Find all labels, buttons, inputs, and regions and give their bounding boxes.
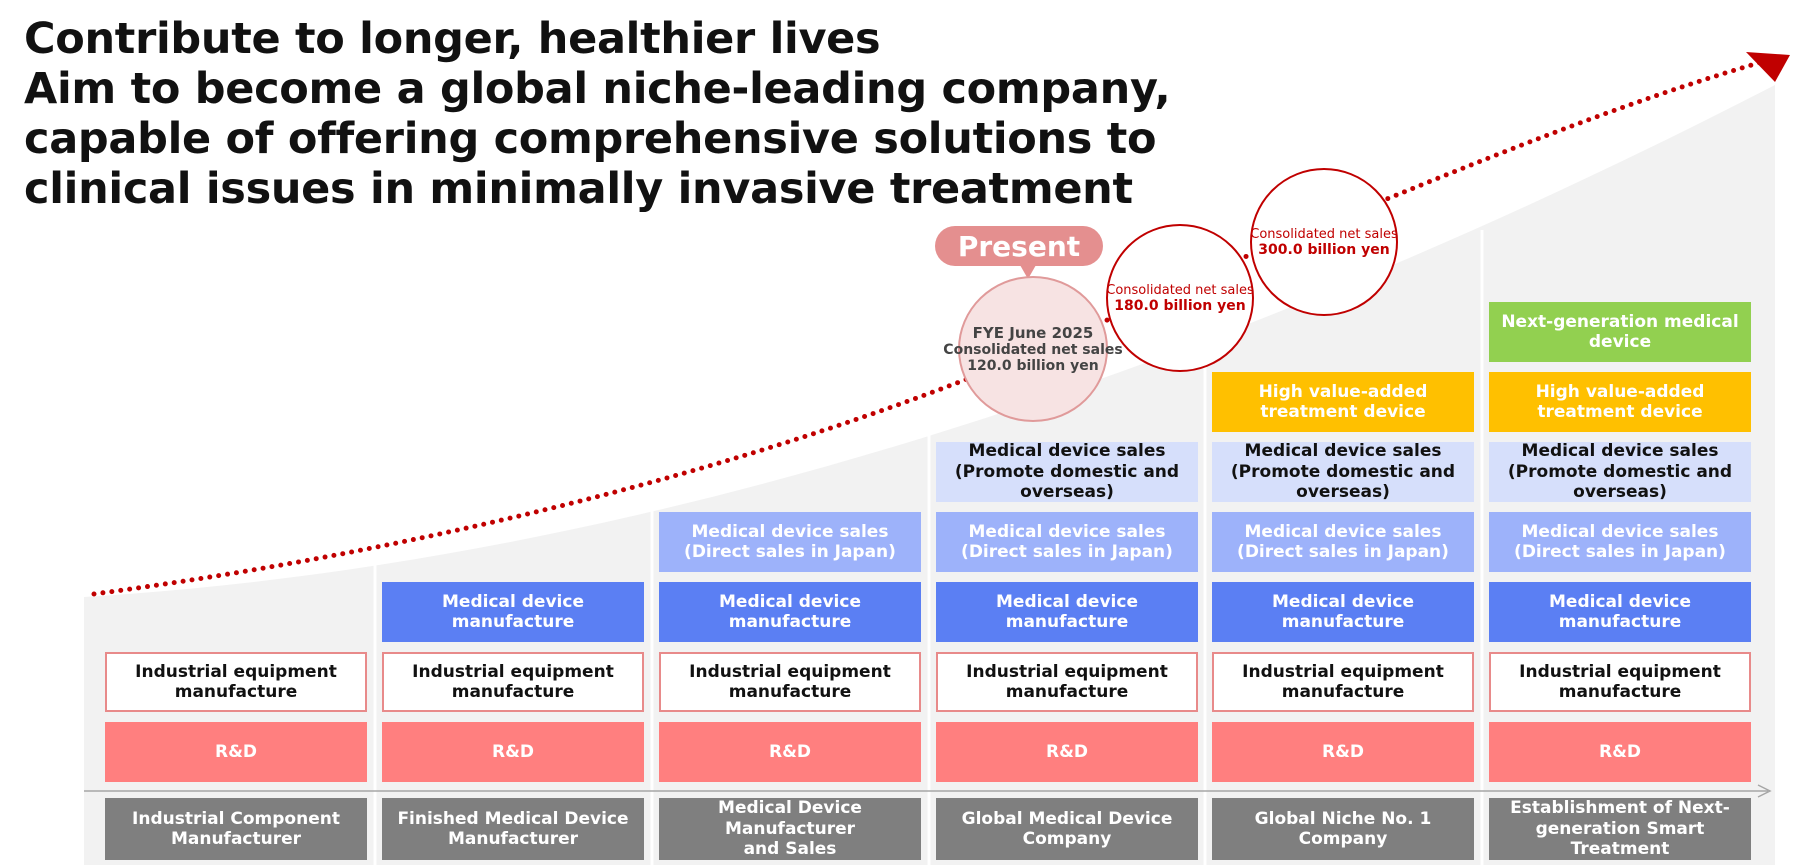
milestone-value: 180.0 billion yen [1114, 297, 1246, 314]
stage-label: Finished Medical Device Manufacturer [397, 808, 629, 849]
box-label: R&D [1045, 741, 1089, 762]
direct-sales-box: Medical device sales (Direct sales in Ja… [659, 512, 921, 572]
stage-label-box: Industrial Component Manufacturer [105, 798, 367, 860]
box-label: High value-added treatment device [1535, 381, 1705, 422]
high-value-treatment-box: High value-added treatment device [1212, 372, 1474, 432]
milestone-target-circle: Consolidated net sales 300.0 billion yen [1250, 168, 1398, 316]
stage-label-box: Medical Device Manufacturer and Sales [659, 798, 921, 860]
milestone-value: 120.0 billion yen [967, 358, 1099, 374]
box-label: Medical device manufacture [1549, 591, 1691, 632]
medical-device-manufacture-box: Medical device manufacture [936, 582, 1198, 642]
promote-sales-box: Medical device sales (Promote domestic a… [1212, 442, 1474, 502]
box-label: R&D [768, 741, 812, 762]
milestone-label: Consolidated net sales [1250, 226, 1398, 242]
milestone-value: 300.0 billion yen [1258, 241, 1390, 258]
box-label: Industrial equipment manufacture [966, 661, 1168, 702]
industrial-equipment-box: Industrial equipment manufacture [659, 652, 921, 712]
high-value-treatment-box: High value-added treatment device [1489, 372, 1751, 432]
rd-box: R&D [1489, 722, 1751, 782]
box-label: Medical device sales (Direct sales in Ja… [1237, 521, 1449, 562]
stage-label-box: Establishment of Next-generation Smart T… [1489, 798, 1751, 860]
milestone-label: Consolidated net sales [1106, 282, 1254, 298]
box-label: Medical device sales (Direct sales in Ja… [961, 521, 1173, 562]
stage-label-box: Global Medical Device Company [936, 798, 1198, 860]
rd-box: R&D [659, 722, 921, 782]
box-label: Medical device sales (Direct sales in Ja… [684, 521, 896, 562]
headline: Contribute to longer, healthier lives Ai… [24, 14, 1171, 214]
industrial-equipment-box: Industrial equipment manufacture [1212, 652, 1474, 712]
box-label: Medical device manufacture [1272, 591, 1414, 632]
rd-box: R&D [382, 722, 644, 782]
timeline-arrowhead [1757, 784, 1772, 798]
medical-device-manufacture-box: Medical device manufacture [1212, 582, 1474, 642]
box-label: R&D [491, 741, 535, 762]
present-callout-pointer [1020, 265, 1036, 279]
present-callout: Present [935, 226, 1103, 266]
promote-sales-box: Medical device sales (Promote domestic a… [1489, 442, 1751, 502]
box-label: Medical device manufacture [996, 591, 1138, 632]
stage-label: Global Medical Device Company [961, 808, 1173, 849]
stage-label: Establishment of Next-generation Smart T… [1510, 798, 1730, 860]
box-label: Medical device manufacture [719, 591, 861, 632]
box-label: Industrial equipment manufacture [1242, 661, 1444, 702]
next-generation-device-box: Next-generation medical device [1489, 302, 1751, 362]
box-label: R&D [214, 741, 258, 762]
rd-box: R&D [936, 722, 1198, 782]
milestone-current-circle: FYE June 2025 Consolidated net sales 120… [943, 276, 1123, 422]
box-label: Medical device sales (Promote domestic a… [1507, 442, 1733, 502]
present-label: Present [957, 229, 1081, 263]
industrial-equipment-box: Industrial equipment manufacture [105, 652, 367, 712]
industrial-equipment-box: Industrial equipment manufacture [382, 652, 644, 712]
headline-line: clinical issues in minimally invasive tr… [24, 164, 1133, 214]
box-label: Industrial equipment manufacture [412, 661, 614, 702]
box-label: Next-generation medical device [1501, 311, 1739, 352]
headline-line: Contribute to longer, healthier lives [24, 14, 881, 64]
stage-label: Medical Device Manufacturer and Sales [718, 798, 862, 860]
headline-line: Aim to become a global niche-leading com… [24, 64, 1171, 114]
direct-sales-box: Medical device sales (Direct sales in Ja… [1489, 512, 1751, 572]
medical-device-manufacture-box: Medical device manufacture [659, 582, 921, 642]
box-label: Medical device sales (Direct sales in Ja… [1514, 521, 1726, 562]
promote-sales-box: Medical device sales (Promote domestic a… [936, 442, 1198, 502]
industrial-equipment-box: Industrial equipment manufacture [1489, 652, 1751, 712]
milestone-period: FYE June 2025 [972, 324, 1094, 342]
milestone-label: Consolidated net sales [943, 342, 1123, 358]
box-label: R&D [1598, 741, 1642, 762]
box-label: Industrial equipment manufacture [1519, 661, 1721, 702]
box-label: Industrial equipment manufacture [689, 661, 891, 702]
rd-box: R&D [1212, 722, 1474, 782]
box-label: Medical device manufacture [442, 591, 584, 632]
industrial-equipment-box: Industrial equipment manufacture [936, 652, 1198, 712]
growth-trend-arrowhead [1746, 52, 1790, 82]
box-label: Industrial equipment manufacture [135, 661, 337, 702]
medical-device-manufacture-box: Medical device manufacture [382, 582, 644, 642]
stage-label-box: Global Niche No. 1 Company [1212, 798, 1474, 860]
medical-device-manufacture-box: Medical device manufacture [1489, 582, 1751, 642]
direct-sales-box: Medical device sales (Direct sales in Ja… [936, 512, 1198, 572]
box-label: Medical device sales (Promote domestic a… [1230, 442, 1456, 502]
stage-label: Industrial Component Manufacturer [132, 808, 340, 849]
box-label: Medical device sales (Promote domestic a… [954, 442, 1180, 502]
milestone-target-circle: Consolidated net sales 180.0 billion yen [1106, 224, 1254, 372]
stage-label: Global Niche No. 1 Company [1254, 808, 1432, 849]
stage-label-box: Finished Medical Device Manufacturer [382, 798, 644, 860]
rd-box: R&D [105, 722, 367, 782]
headline-line: capable of offering comprehensive soluti… [24, 114, 1157, 164]
box-label: High value-added treatment device [1258, 381, 1428, 422]
direct-sales-box: Medical device sales (Direct sales in Ja… [1212, 512, 1474, 572]
box-label: R&D [1321, 741, 1365, 762]
